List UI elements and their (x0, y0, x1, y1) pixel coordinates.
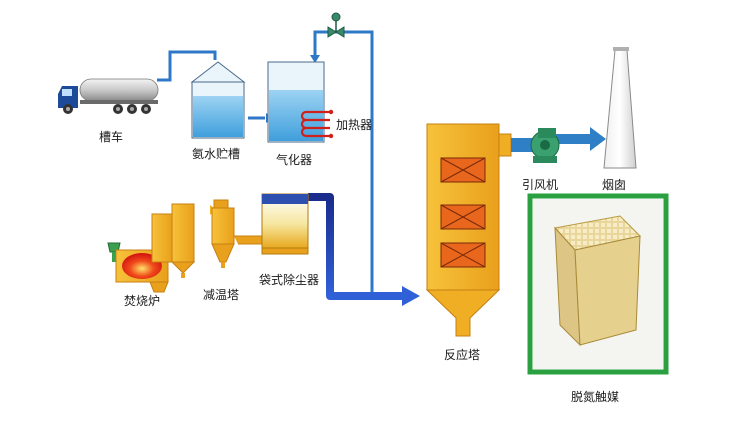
vaporizer-icon (267, 61, 334, 143)
catalyst-layer-icon (440, 204, 486, 230)
incinerator-icon (107, 203, 196, 293)
ammonia-tank-label: 氨水贮槽 (192, 147, 241, 161)
catalyst-layer-icon (440, 242, 486, 268)
vaporizer-arrow (310, 55, 320, 63)
reactor-label: 反应塔 (444, 348, 481, 362)
flue-gas-pipes (193, 193, 405, 300)
reactor-tower-icon (425, 123, 512, 337)
tanker-truck-icon (58, 78, 159, 114)
valve-icon (327, 12, 345, 38)
bag-filter-label: 袋式除尘器 (259, 273, 320, 287)
chimney-icon (603, 47, 637, 169)
heater-coil-icon (300, 110, 330, 138)
exhaust-pipes (511, 127, 606, 152)
flue-gas-arrow (402, 286, 420, 306)
catalyst-layer-icon (440, 157, 486, 183)
cooling-tower-icon (211, 199, 263, 268)
catalyst-label: 脱氮触媒 (571, 390, 620, 404)
catalyst-photo (527, 193, 669, 375)
incinerator-label: 焚烧炉 (124, 294, 161, 308)
cooling-tower-label: 减温塔 (203, 288, 240, 302)
fan-label: 引风机 (522, 178, 559, 192)
vaporizer-label: 气化器 (276, 153, 313, 167)
chimney-label: 烟囱 (602, 178, 627, 192)
truck-label: 槽车 (99, 130, 124, 144)
bag-filter-icon (261, 193, 309, 255)
fan-icon (530, 128, 560, 163)
heater-label: 加热器 (336, 118, 373, 132)
ammonia-tank-icon (190, 61, 246, 139)
